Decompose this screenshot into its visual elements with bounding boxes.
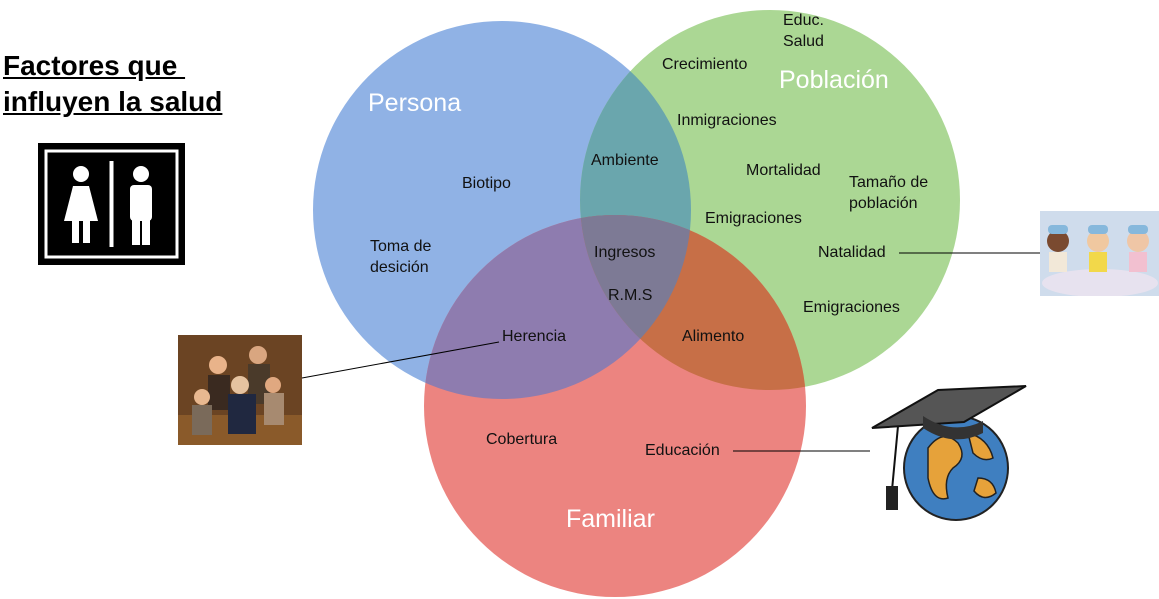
label-natalidad: Natalidad	[818, 244, 886, 261]
label-cobertura: Cobertura	[486, 431, 558, 448]
label-ambiente: Ambiente	[591, 152, 659, 169]
label-emigraciones-1: Emigraciones	[705, 210, 802, 227]
label-toma-decision: Toma de desición	[370, 236, 431, 278]
label-tamano-poblacion: Tamaño de población	[849, 172, 928, 214]
label-educacion: Educación	[645, 442, 720, 459]
label-tamano-line-2: población	[849, 195, 918, 212]
label-alimento: Alimento	[682, 328, 745, 345]
set-label-familiar: Familiar	[566, 505, 655, 533]
label-educ-salud-line-1: Educ.	[783, 12, 824, 29]
set-label-poblacion: Población	[779, 66, 889, 94]
label-ingresos: Ingresos	[594, 244, 656, 261]
label-inmigraciones: Inmigraciones	[677, 112, 777, 129]
page-title: Factores que influyen la salud	[3, 48, 222, 120]
label-toma-line-2: desición	[370, 259, 429, 276]
babies-photo	[1040, 211, 1159, 296]
label-mortalidad: Mortalidad	[746, 162, 821, 179]
restroom-sign-icon	[38, 143, 185, 265]
label-crecimiento: Crecimiento	[662, 56, 748, 73]
overlap-poblacion-familiar	[580, 215, 806, 390]
label-tamano-line-1: Tamaño de	[849, 174, 929, 191]
title-line-2: influyen la salud	[3, 86, 223, 117]
label-educ-salud: Educ. Salud	[783, 10, 824, 52]
family-photo	[178, 335, 302, 445]
label-educ-salud-line-2: Salud	[783, 33, 824, 50]
label-biotipo: Biotipo	[462, 175, 511, 192]
label-rms: R.M.S	[608, 287, 653, 304]
set-label-persona: Persona	[368, 89, 462, 117]
label-emigraciones-2: Emigraciones	[803, 299, 900, 316]
connector-herencia	[301, 341, 500, 379]
label-herencia: Herencia	[502, 328, 567, 345]
title-line-1: Factores que	[3, 50, 186, 81]
label-toma-line-1: Toma de	[370, 238, 432, 255]
graduation-globe-icon	[868, 378, 1028, 523]
overlap-persona-familiar	[424, 215, 691, 399]
